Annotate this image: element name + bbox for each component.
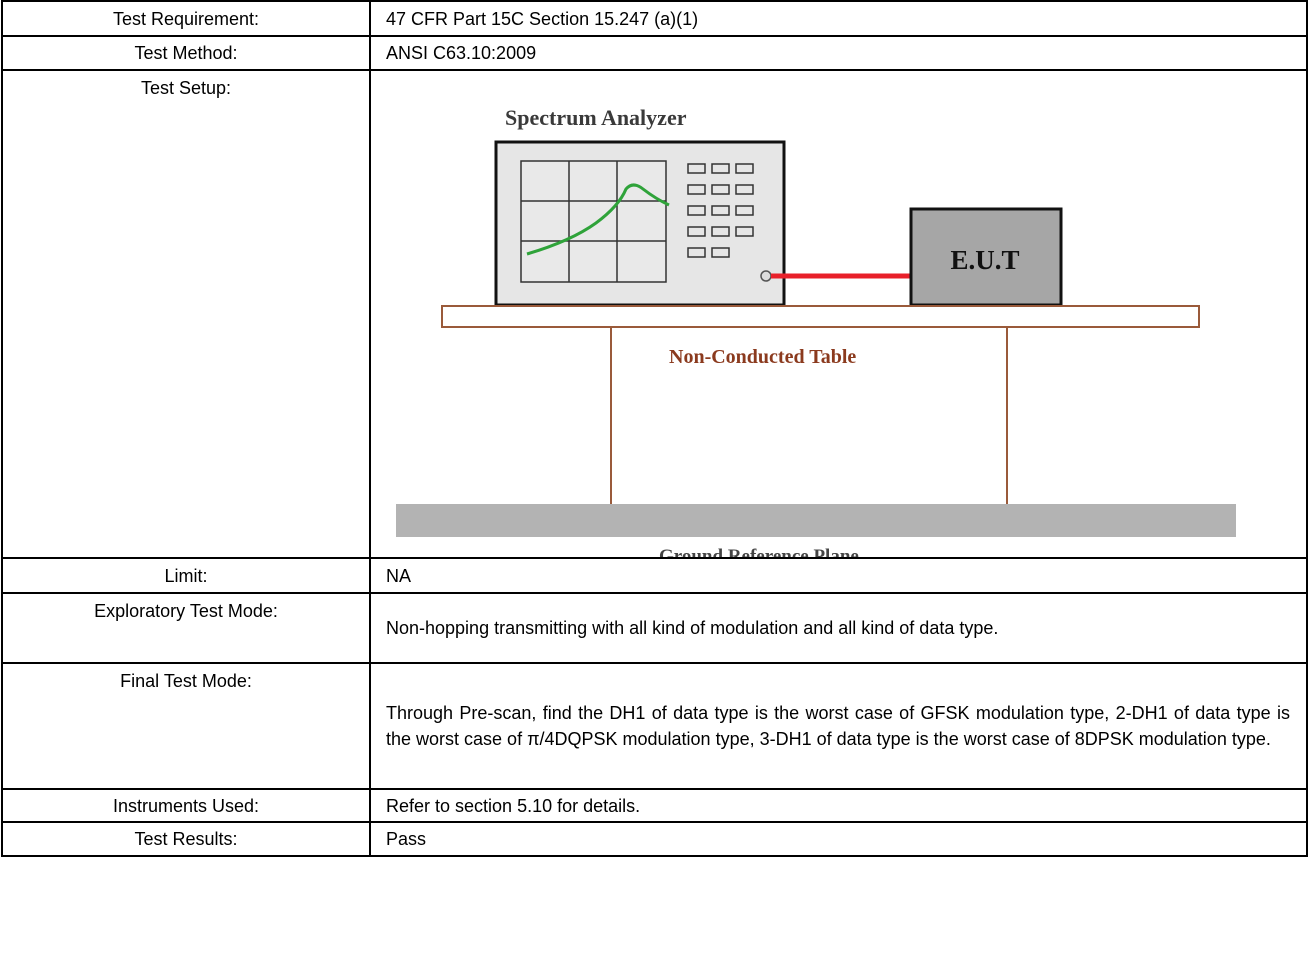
table-row: Test Setup: Spectrum Analyzer	[1, 69, 1308, 559]
test-requirement-label: Test Requirement:	[1, 0, 371, 37]
ground-reference-plane-label: Ground Reference Plane	[659, 546, 859, 557]
final-test-mode-value: Through Pre-scan, find the DH1 of data t…	[369, 662, 1308, 790]
rf-port-icon	[760, 270, 772, 282]
instruments-used-label: Instruments Used:	[1, 788, 371, 823]
table-row: Test Results: Pass	[1, 821, 1308, 857]
setup-diagram-svg: Spectrum Analyzer	[396, 105, 1236, 557]
table-row: Exploratory Test Mode: Non-hopping trans…	[1, 592, 1308, 664]
test-requirement-value: 47 CFR Part 15C Section 15.247 (a)(1)	[369, 0, 1308, 37]
non-conducted-table-top	[441, 305, 1200, 328]
ground-reference-plane	[396, 504, 1236, 537]
table-row: Limit: NA	[1, 557, 1308, 594]
test-results-value: Pass	[369, 821, 1308, 857]
table-row: Test Method: ANSI C63.10:2009	[1, 35, 1308, 71]
table-row: Final Test Mode: Through Pre-scan, find …	[1, 662, 1308, 790]
test-setup-diagram: Spectrum Analyzer	[371, 71, 1306, 557]
limit-value: NA	[369, 557, 1308, 594]
table-row: Instruments Used: Refer to section 5.10 …	[1, 788, 1308, 823]
exploratory-test-mode-label: Exploratory Test Mode:	[1, 592, 371, 664]
instruments-used-value: Refer to section 5.10 for details.	[369, 788, 1308, 823]
table-row: Test Requirement: 47 CFR Part 15C Sectio…	[1, 0, 1308, 37]
analyzer-buttons	[687, 163, 754, 258]
eut-label: E.U.T	[950, 245, 1019, 275]
limit-label: Limit:	[1, 557, 371, 594]
final-test-mode-label: Final Test Mode:	[1, 662, 371, 790]
spectrum-trace	[526, 183, 670, 256]
test-method-value: ANSI C63.10:2009	[369, 35, 1308, 71]
exploratory-test-mode-value: Non-hopping transmitting with all kind o…	[369, 592, 1308, 664]
non-conducted-table-label: Non-Conducted Table	[669, 346, 856, 368]
test-spec-table: Test Requirement: 47 CFR Part 15C Sectio…	[1, 0, 1308, 857]
test-method-label: Test Method:	[1, 35, 371, 71]
analyzer-screen	[520, 160, 670, 283]
test-setup-label: Test Setup:	[1, 69, 371, 559]
spectrum-analyzer-label: Spectrum Analyzer	[505, 105, 687, 130]
test-results-label: Test Results:	[1, 821, 371, 857]
test-setup-diagram-cell: Spectrum Analyzer	[369, 69, 1308, 559]
